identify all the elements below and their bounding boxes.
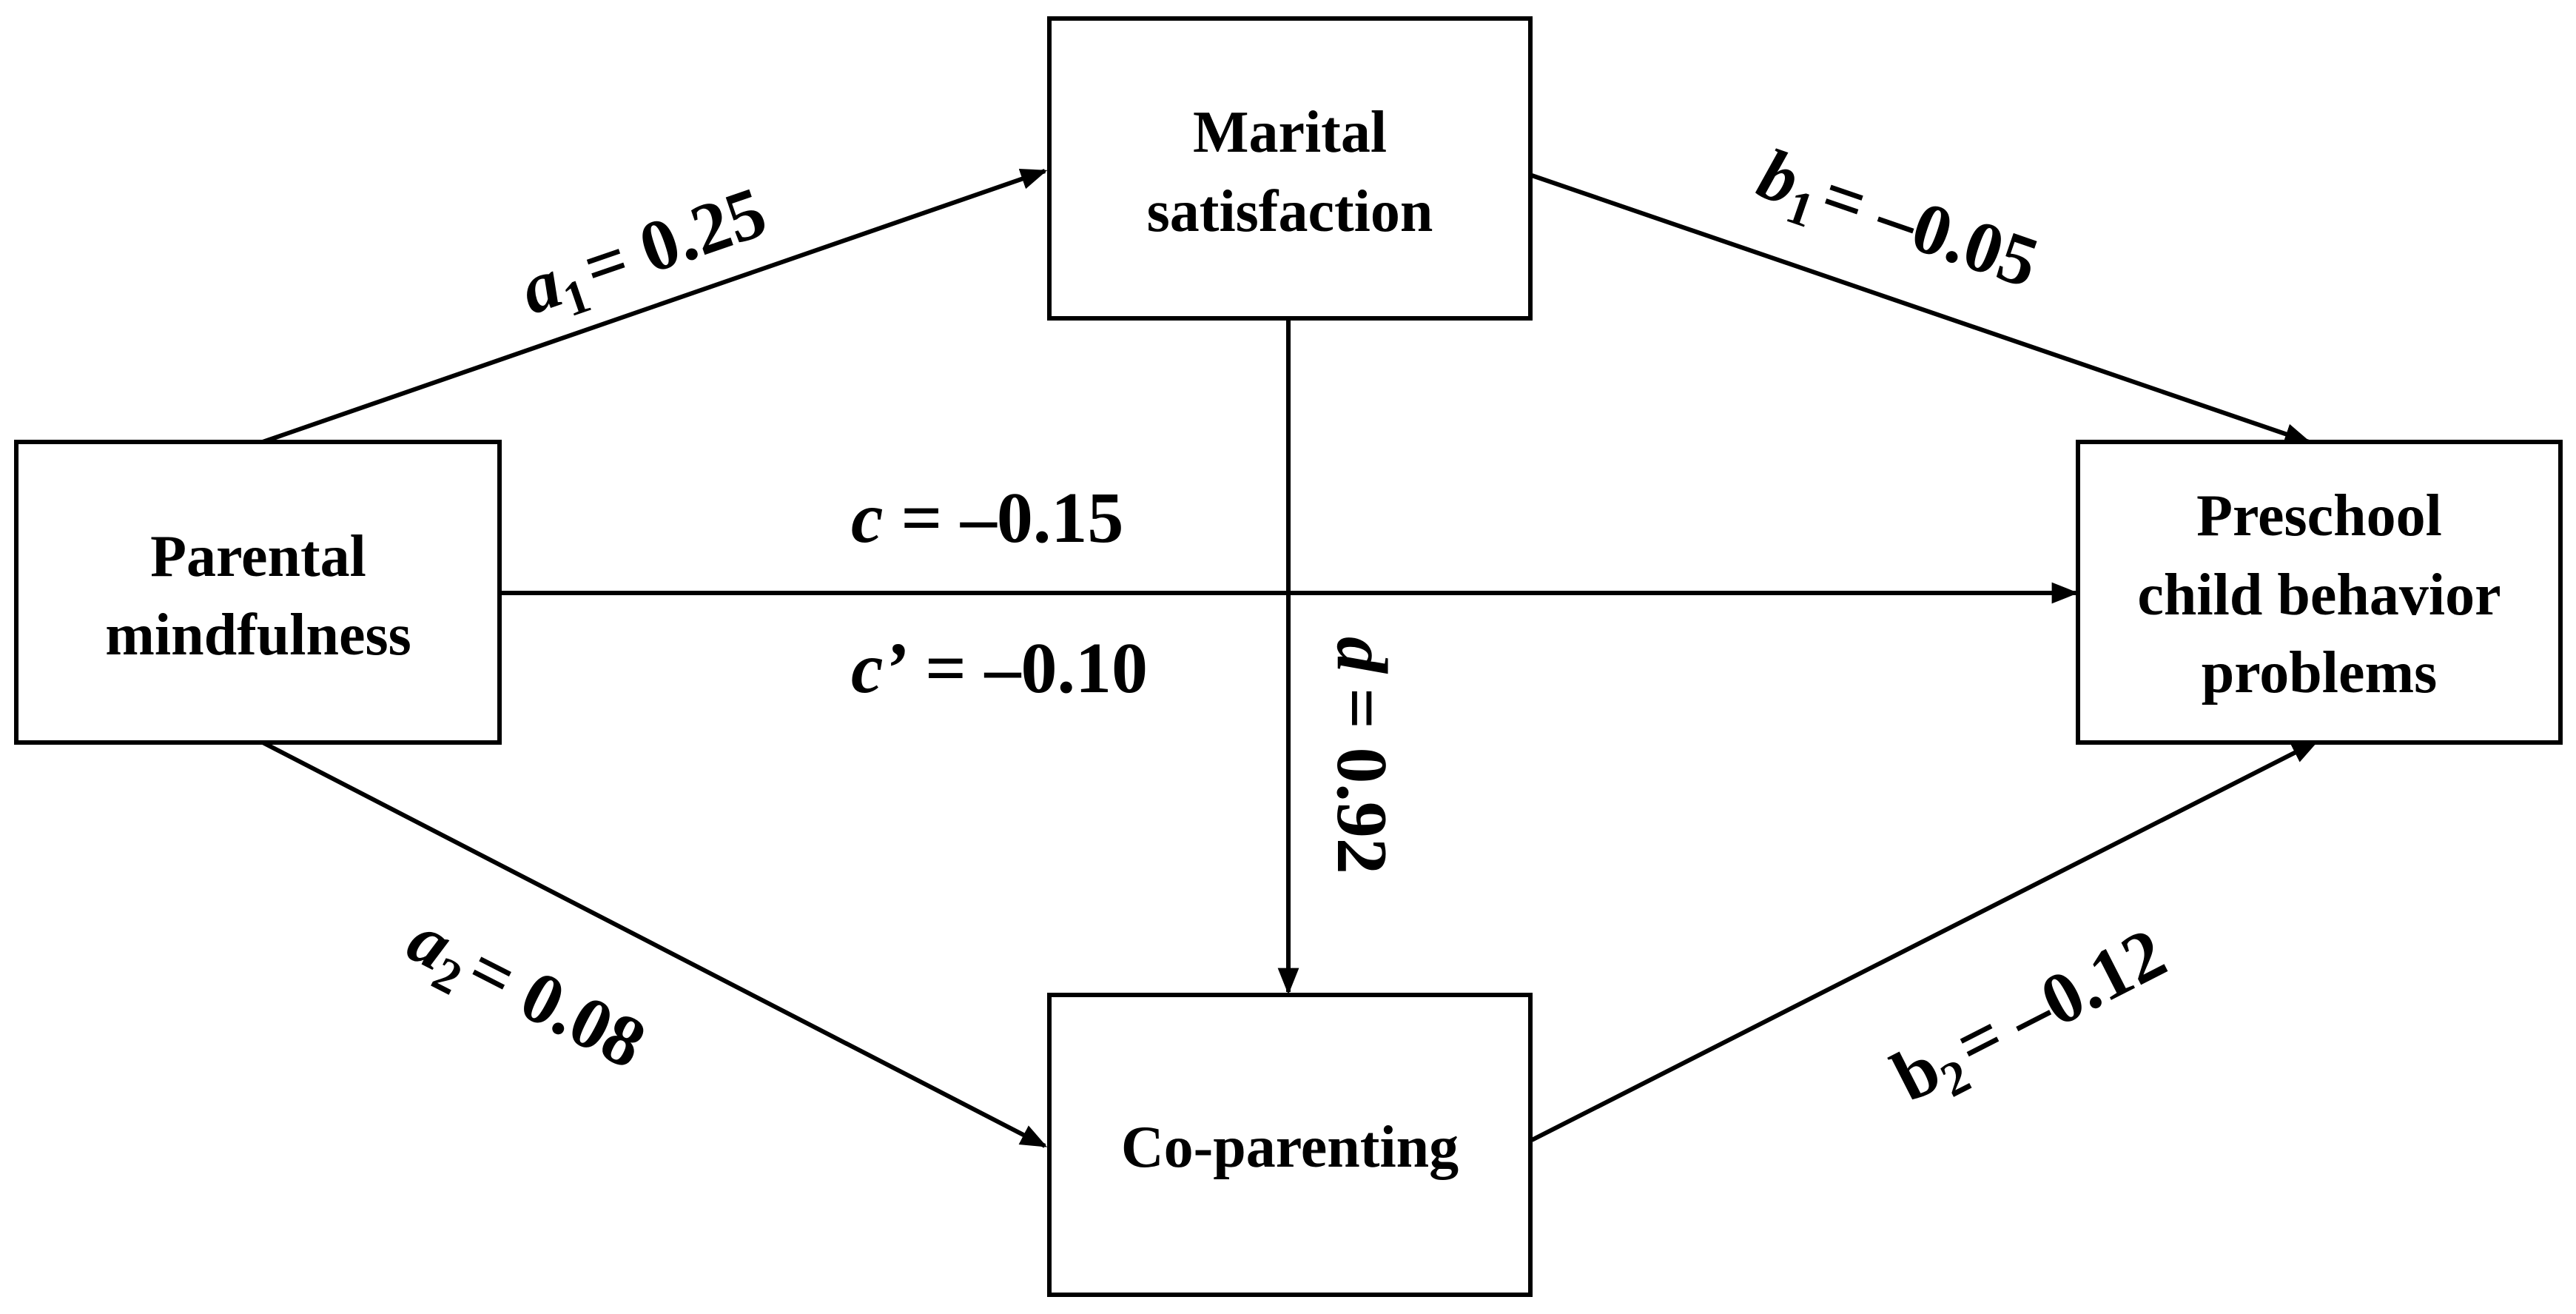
- label-d-symbol: d: [1322, 637, 1402, 674]
- svg-text:c= –0.15: c= –0.15: [851, 478, 1123, 558]
- label-c-symbol: c: [851, 478, 884, 558]
- label-c-prime-value: = –0.10: [925, 628, 1148, 708]
- svg-text:b2= –0.12: b2= –0.12: [1880, 913, 2182, 1126]
- node-parental-mindfulness-line2: mindfulness: [105, 603, 411, 668]
- node-preschool-child-behavior-problems: Preschool child behavior problems: [2076, 440, 2563, 745]
- path-b1-arrow: [1531, 173, 2312, 445]
- node-parental-mindfulness: Parental mindfulness: [14, 440, 502, 745]
- svg-text:d= 0.92: d = 0.92: [1322, 637, 1402, 874]
- label-b2-value: = –0.12: [1943, 913, 2178, 1085]
- label-c-value: = –0.15: [901, 478, 1124, 558]
- path-a1-arrow: [262, 168, 1048, 444]
- svg-text:c’= –0.10: c’= –0.10: [851, 628, 1148, 708]
- node-parental-mindfulness-line1: Parental: [150, 524, 366, 589]
- node-preschool-line3: problems: [2202, 640, 2438, 705]
- label-b2: b2= –0.12: [1880, 913, 2182, 1126]
- path-b2-arrow: [1530, 740, 2319, 1142]
- path-a2-arrow: [261, 740, 1048, 1148]
- svg-text:b1= –0.05: b1= –0.05: [1746, 134, 2048, 313]
- label-b1: b1= –0.05: [1746, 134, 2048, 313]
- label-c-prime-symbol: c’: [851, 628, 907, 708]
- node-marital-satisfaction-line2: satisfaction: [1147, 179, 1433, 244]
- label-a2-value: = 0.08: [455, 928, 657, 1085]
- label-a1: a1= 0.25: [511, 172, 779, 339]
- label-c: c= –0.15: [851, 478, 1123, 558]
- label-d-value: = 0.92: [1322, 688, 1402, 874]
- label-a1-value: = 0.25: [574, 172, 776, 308]
- node-co-parenting: Co-parenting: [1047, 993, 1533, 1297]
- node-marital-satisfaction-line1: Marital: [1193, 100, 1387, 165]
- node-preschool-line1: Preschool: [2196, 483, 2442, 549]
- node-co-parenting-line1: Co-parenting: [1121, 1115, 1459, 1180]
- label-d: d = 0.92: [1322, 637, 1402, 874]
- node-marital-satisfaction: Marital satisfaction: [1047, 16, 1533, 321]
- svg-text:a1= 0.25: a1= 0.25: [511, 172, 779, 339]
- label-c-prime: c’= –0.10: [851, 628, 1148, 708]
- node-preschool-line2: child behavior: [2137, 563, 2501, 628]
